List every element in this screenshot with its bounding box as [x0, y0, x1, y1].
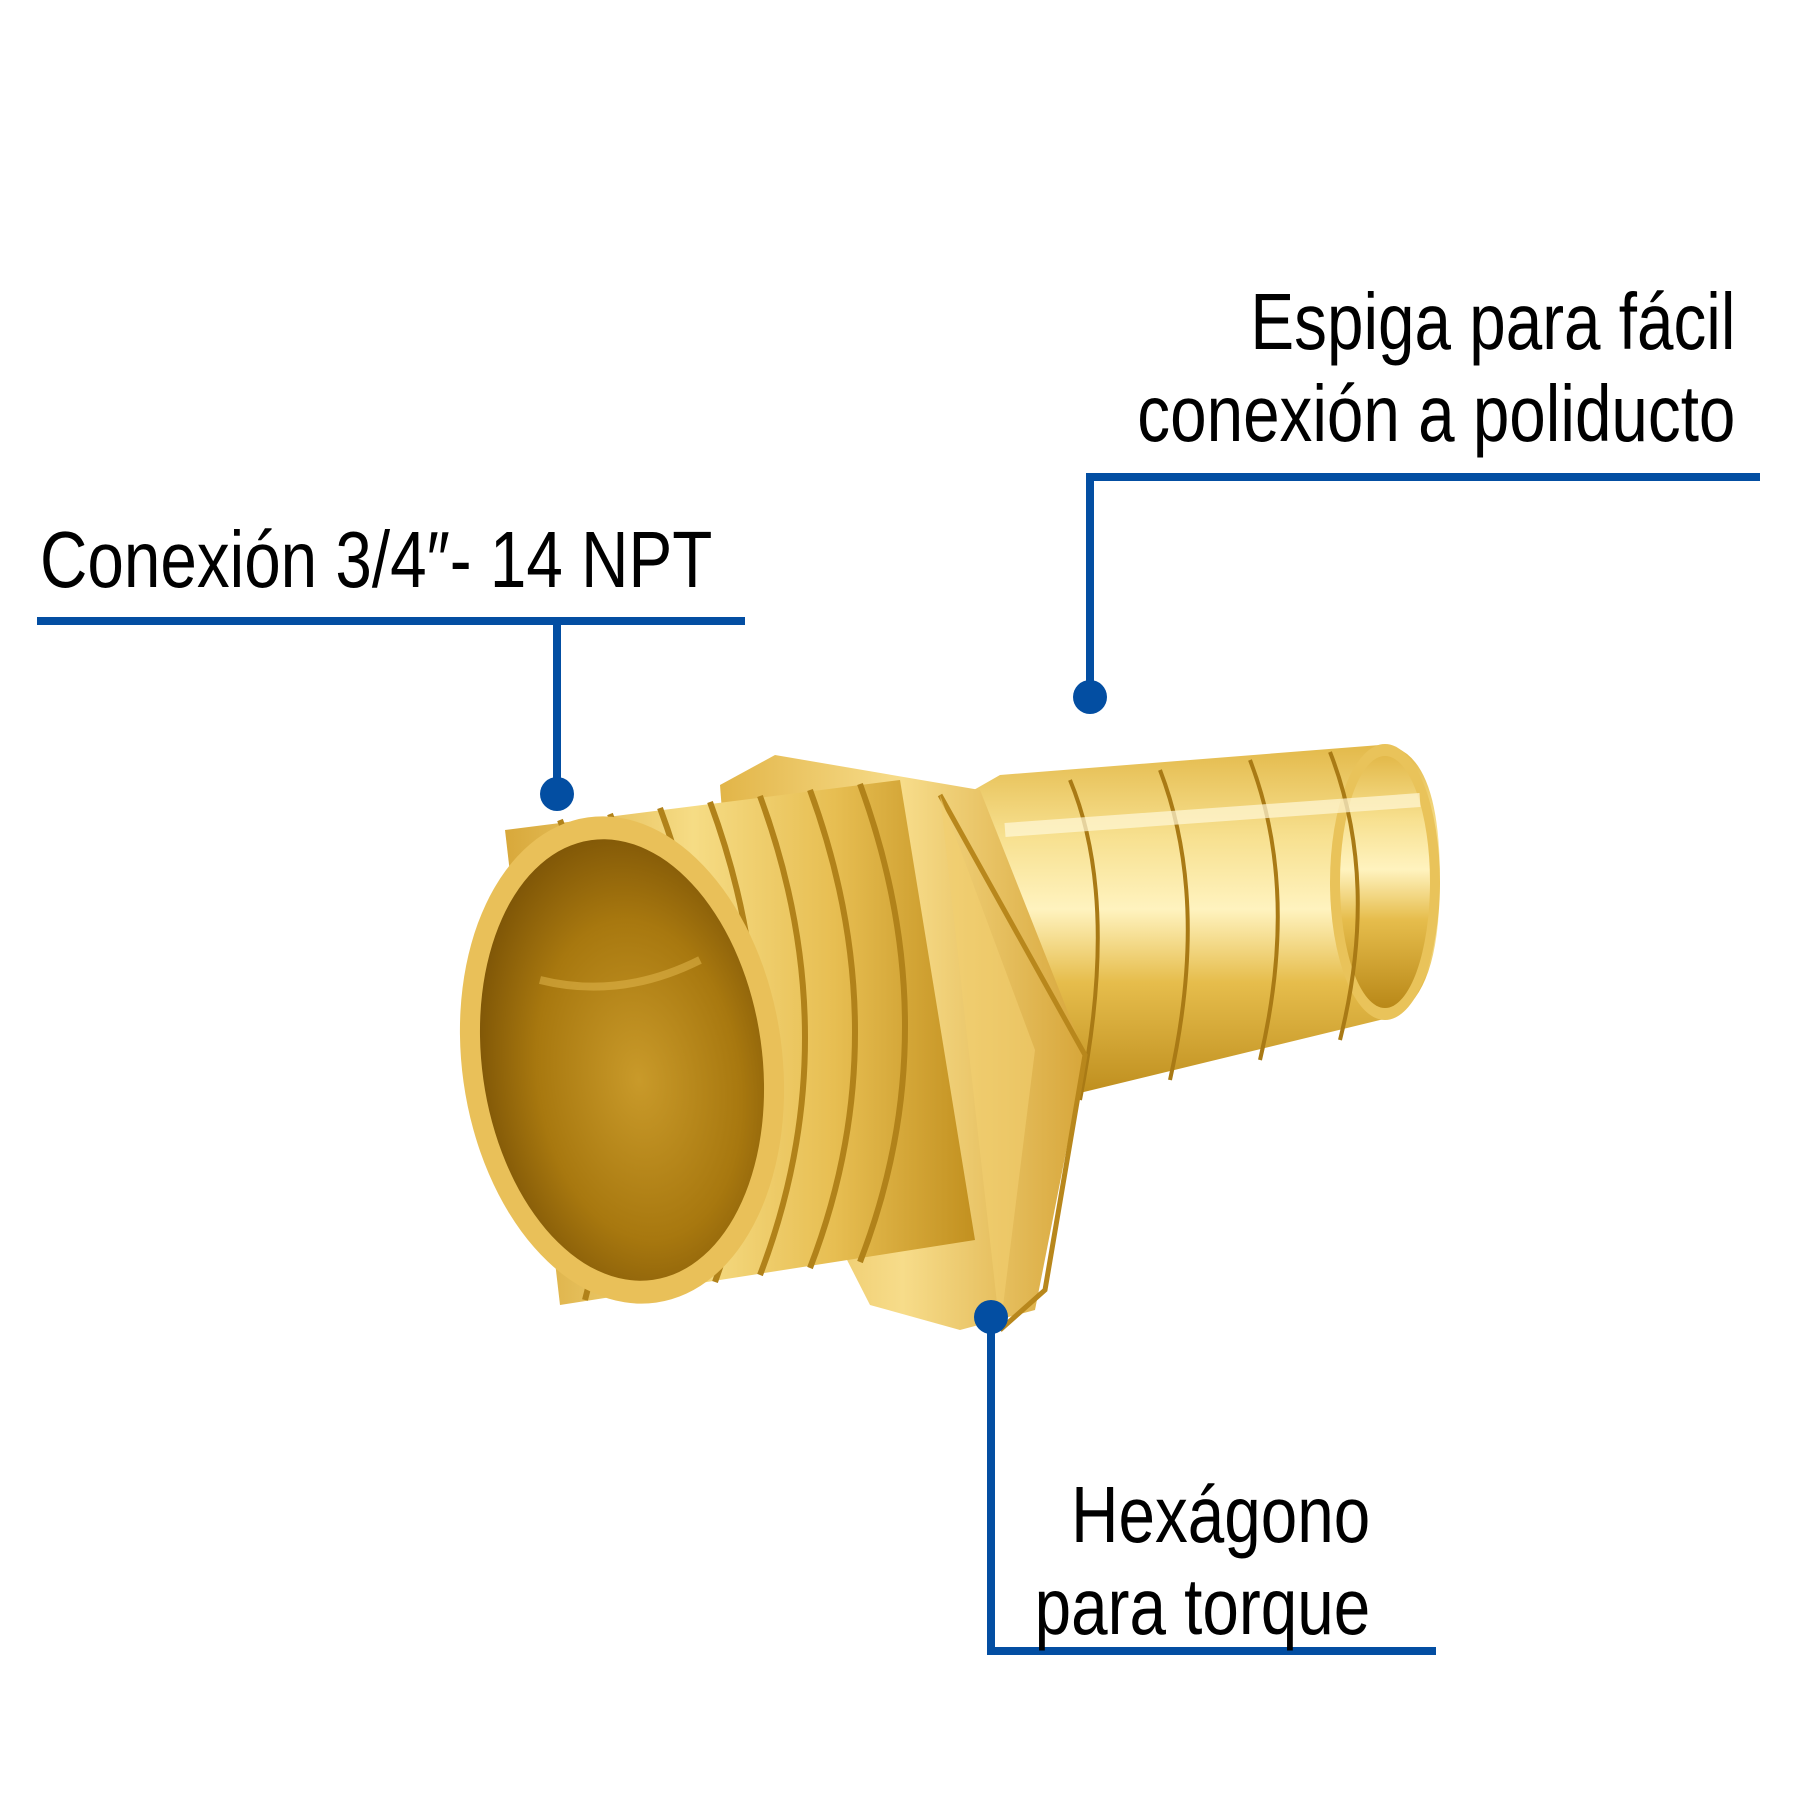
thread-callout-leader [553, 620, 561, 794]
barb-callout-leader [1086, 473, 1094, 696]
barb-callout-underline [1086, 473, 1760, 481]
barb-body [960, 744, 1440, 1110]
hex-callout-underline [987, 1647, 1436, 1655]
thread-connection-text: Conexión 3/4″- 14 NPT [40, 515, 713, 604]
barb-callout-dot-icon [1073, 680, 1107, 714]
hex-label-line2: para torque [1034, 1562, 1370, 1651]
thread-connection-label: Conexión 3/4″- 14 NPT [40, 520, 712, 600]
thread-callout-dot-icon [540, 777, 574, 811]
barb-label-line1: Espiga para fácil [1250, 277, 1735, 366]
hex-callout-leader [987, 1316, 995, 1654]
thread-callout-underline [37, 617, 745, 625]
hex-label: Hexágono para torque [1034, 1475, 1370, 1647]
barb-label-line2: conexión a poliducto [1136, 369, 1735, 458]
hex-label-line1: Hexágono [1070, 1470, 1370, 1559]
bore-opening [459, 816, 785, 1304]
barb-label: Espiga para fácil conexión a poliducto [1137, 282, 1735, 454]
